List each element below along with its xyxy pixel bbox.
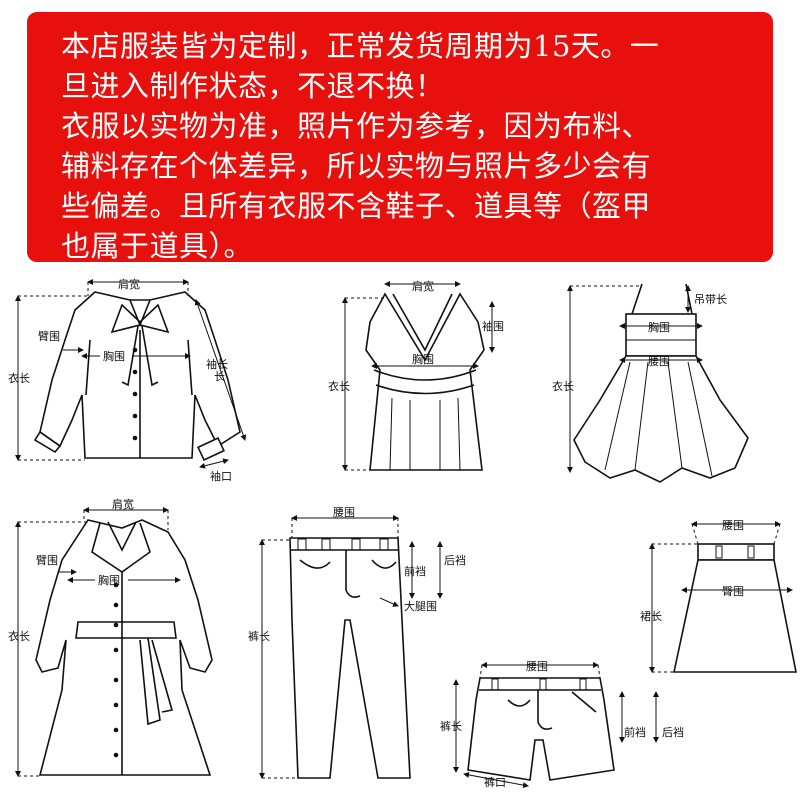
notice-line: 本店服装皆为定制，正常发货周期为15天。一: [61, 29, 660, 63]
coat-diagram: 肩宽 衣长 臂围 胸围: [8, 497, 213, 777]
svg-text:长: 长: [214, 370, 225, 383]
label-sleeve: 袖长: [206, 357, 228, 371]
skirt-diagram: 腰围 臀围 裙长: [640, 519, 797, 673]
label-thigh: 大腿围: [404, 599, 437, 613]
label-armhole: 袖围: [482, 319, 504, 333]
label-pants-length: 裤长: [248, 629, 270, 643]
label-chest: 胸围: [103, 349, 125, 363]
label-length: 衣长: [552, 379, 574, 393]
label-length: 衣长: [8, 629, 30, 643]
label-chest: 胸围: [412, 352, 434, 366]
label-pants-length: 裤长: [440, 719, 462, 733]
label-arm: 臂围: [36, 554, 58, 567]
notice-line: 辅料存在个体差异，所以实物与照片多少会有: [61, 149, 652, 183]
label-front-rise: 前裆: [404, 564, 426, 578]
notice-line: 旦进入制作状态，不退不换！: [61, 69, 445, 103]
blouse-diagram: 肩宽 衣长 臂围 胸围 袖长 长 袖口: [8, 277, 247, 483]
label-waist: 腰围: [333, 506, 355, 519]
dress-diagram: 胸围 腰围 吊带长 衣长: [552, 283, 749, 483]
label-back-rise: 后裆: [662, 726, 684, 739]
shorts-diagram: 腰围 裤长 前裆 后裆 裤口: [440, 660, 684, 789]
notice-banner: 本店服装皆为定制，正常发货周期为15天。一 旦进入制作状态，不退不换！ 衣服以实…: [27, 12, 773, 263]
vest-diagram: 肩宽 衣长 袖围 胸围: [328, 279, 504, 471]
notice-line: 些偏差。且所有衣服不含鞋子、道具等（盔甲: [61, 189, 652, 223]
notice-line: 也属于道具）。: [61, 229, 254, 263]
label-chest: 胸围: [98, 573, 120, 587]
label-shoulder: 肩宽: [118, 277, 140, 291]
label-strap: 吊带长: [694, 293, 727, 306]
label-waist: 腰围: [648, 355, 670, 368]
label-length: 衣长: [8, 371, 30, 385]
label-chest: 胸围: [648, 320, 670, 334]
label-hip: 臀围: [722, 585, 744, 598]
label-waist: 腰围: [526, 660, 548, 673]
label-shoulder: 肩宽: [412, 279, 434, 293]
label-shoulder: 肩宽: [112, 497, 134, 511]
trousers-diagram: 腰围 裤长 前裆 后裆 大腿围: [248, 506, 466, 779]
label-hem: 裤口: [484, 775, 506, 789]
notice-line: 衣服以实物为准，照片作为参考，因为布料、: [61, 109, 652, 143]
label-length: 衣长: [328, 379, 350, 393]
label-arm: 臂围: [38, 330, 60, 343]
label-back-rise: 后裆: [444, 554, 466, 567]
label-front-rise: 前裆: [624, 725, 646, 739]
label-cuff: 袖口: [210, 469, 232, 483]
label-skirt-length: 裙长: [640, 610, 662, 623]
label-waist: 腰围: [722, 519, 744, 532]
